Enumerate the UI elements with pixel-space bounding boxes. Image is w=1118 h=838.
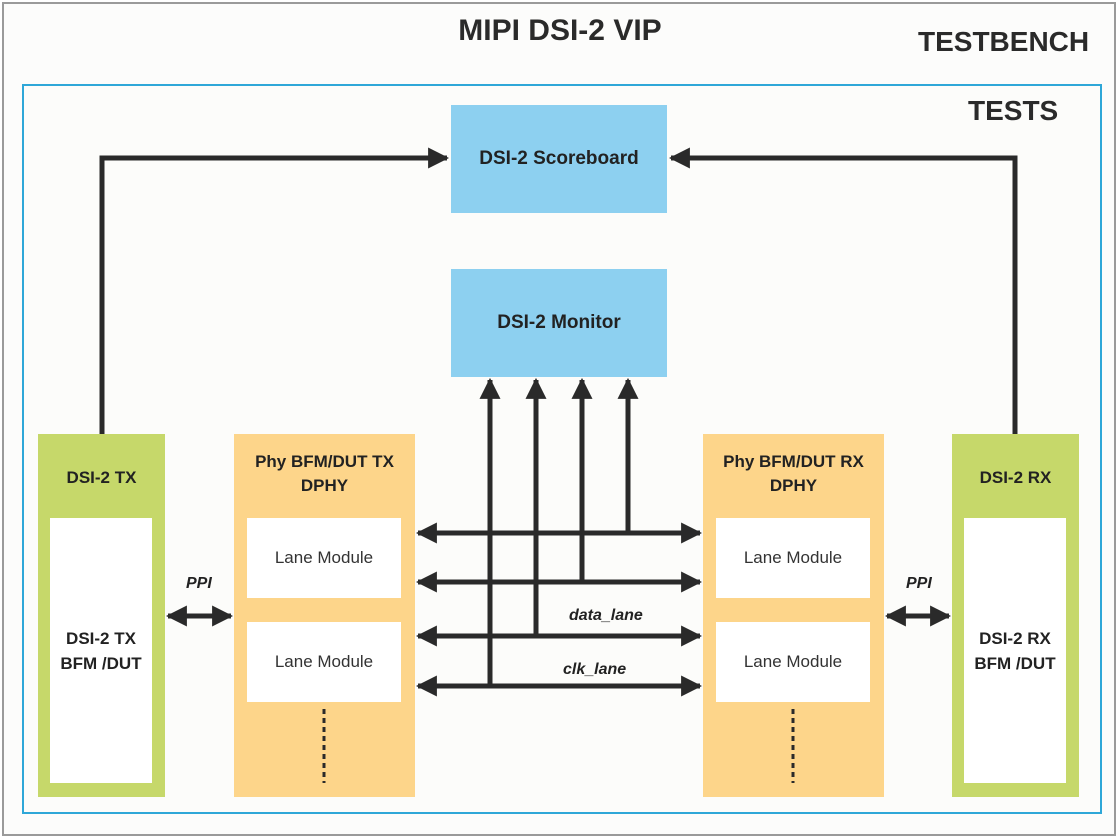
dsi2-tx-bfm-dut-block: DSI-2 TX BFM /DUT bbox=[50, 518, 152, 783]
phy-tx-header-line1: Phy BFM/DUT TX bbox=[255, 452, 394, 471]
rx-lane-module-2: Lane Module bbox=[716, 622, 870, 702]
tx-lane-module-1-label: Lane Module bbox=[274, 548, 374, 567]
dsi2-tx-bfm-line1: DSI-2 TX bbox=[66, 628, 136, 648]
rx-lane-module-2-label: Lane Module bbox=[743, 652, 843, 671]
dsi2-tx-bfm-line2: BFM /DUT bbox=[60, 653, 142, 673]
dsi2-tx-header: DSI-2 TX bbox=[66, 468, 137, 487]
ppi-left-label: PPI bbox=[186, 575, 212, 592]
rx-lane-module-1-label: Lane Module bbox=[743, 548, 843, 567]
scoreboard-block: DSI-2 Scoreboard bbox=[451, 105, 667, 213]
testbench-label: TESTBENCH bbox=[918, 26, 1090, 57]
monitor-label: DSI-2 Monitor bbox=[497, 312, 621, 333]
dsi2-rx-header: DSI-2 RX bbox=[979, 468, 1052, 487]
clk-lane-label: clk_lane bbox=[563, 661, 627, 678]
tx-lane-module-2: Lane Module bbox=[247, 622, 401, 702]
phy-rx-header-line2: DPHY bbox=[769, 476, 818, 495]
tx-lane-module-2-label: Lane Module bbox=[274, 652, 374, 671]
rx-to-scoreboard-arrow bbox=[668, 147, 1018, 434]
tests-label: TESTS bbox=[968, 95, 1059, 126]
phy-tx-header-line2: DPHY bbox=[300, 476, 349, 495]
data-lane-label: data_lane bbox=[569, 607, 643, 624]
diagram-title-text: MIPI DSI-2 VIP bbox=[458, 14, 662, 47]
scoreboard-label: DSI-2 Scoreboard bbox=[479, 148, 639, 169]
dsi2-rx-bfm-line2: BFM /DUT bbox=[974, 653, 1056, 673]
ppi-right-label: PPI bbox=[906, 575, 932, 592]
tx-lane-module-1: Lane Module bbox=[247, 518, 401, 598]
rx-lane-module-1: Lane Module bbox=[716, 518, 870, 598]
dsi2-rx-bfm-dut-block: DSI-2 RX BFM /DUT bbox=[964, 518, 1066, 783]
dsi2-rx-bfm-line1: DSI-2 RX bbox=[979, 628, 1051, 648]
tx-to-scoreboard-arrow bbox=[99, 147, 450, 434]
phy-rx-header-line1: Phy BFM/DUT RX bbox=[723, 452, 864, 471]
monitor-block: DSI-2 Monitor bbox=[451, 269, 667, 377]
diagram-title: MIPI DSI-2 VIP bbox=[0, 14, 1118, 48]
